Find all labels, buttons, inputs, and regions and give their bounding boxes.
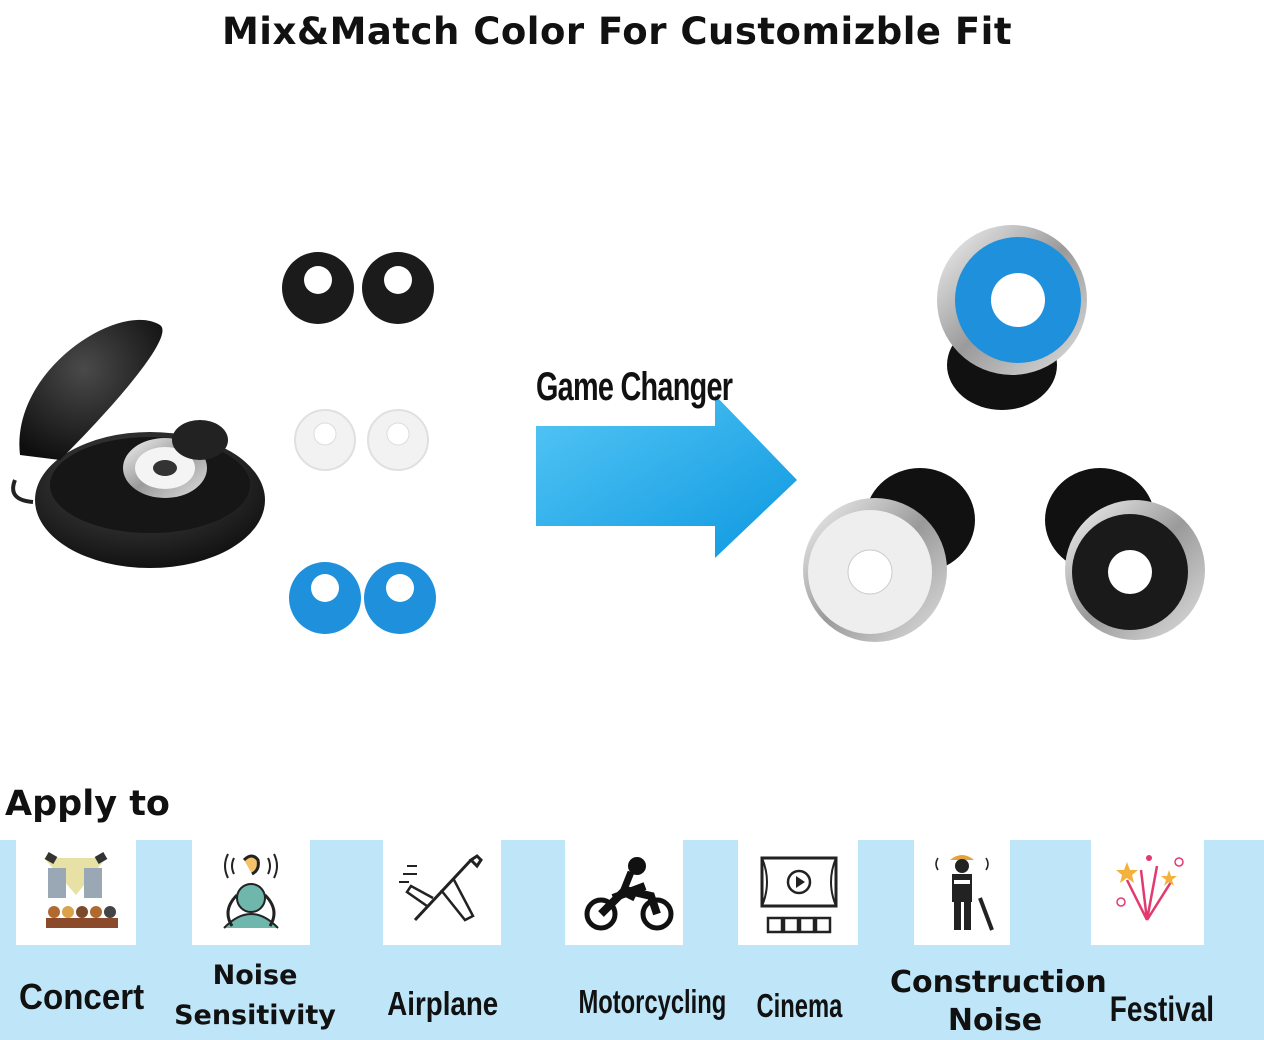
label-cinema: Cinema xyxy=(756,987,843,1024)
carrying-case-icon xyxy=(11,319,265,568)
arrow-label: Game Changer xyxy=(536,365,733,409)
page-title: Mix&Match Color For Customizble Fit xyxy=(221,10,1013,53)
label-noise-sensitivity: Noise Sensitivity xyxy=(174,960,336,1031)
game-changer-arrow-icon xyxy=(536,395,797,558)
cinema-screen-icon xyxy=(760,856,838,934)
apply-heading: Apply to xyxy=(5,784,170,824)
construction-card xyxy=(914,840,1010,945)
festival-card xyxy=(1091,840,1204,945)
motorcycling-card xyxy=(565,840,683,945)
fireworks-icon xyxy=(1116,855,1184,921)
cinema-card xyxy=(738,840,858,945)
label-motorcycling: Motorcycling xyxy=(578,983,727,1020)
product-hero xyxy=(0,200,1264,670)
label-airplane: Airplane xyxy=(387,985,499,1022)
concert-card xyxy=(16,840,136,945)
black-ear-tips-icon xyxy=(282,252,434,324)
earplug-blue-icon xyxy=(937,225,1087,410)
earplug-black-icon xyxy=(1045,468,1205,640)
product-illustration xyxy=(11,225,1205,642)
label-festival: Festival xyxy=(1109,990,1215,1029)
label-concert: Concert xyxy=(19,976,145,1017)
earplug-white-icon xyxy=(803,468,975,642)
white-ear-tips-icon xyxy=(294,409,429,471)
usage-band: Concert Noise Sensitivity Airplane xyxy=(0,840,1264,1040)
label-construction-noise: Construction Noise xyxy=(890,965,1107,1038)
noise-sensitivity-card xyxy=(192,840,310,945)
airplane-icon xyxy=(399,854,483,922)
concert-stage-icon xyxy=(44,852,118,928)
noise-sensitive-person-icon xyxy=(223,853,279,929)
blue-ear-tips-icon xyxy=(289,562,436,634)
airplane-card xyxy=(383,840,501,945)
construction-worker-icon xyxy=(935,855,994,931)
motorcyclist-icon xyxy=(584,857,674,931)
